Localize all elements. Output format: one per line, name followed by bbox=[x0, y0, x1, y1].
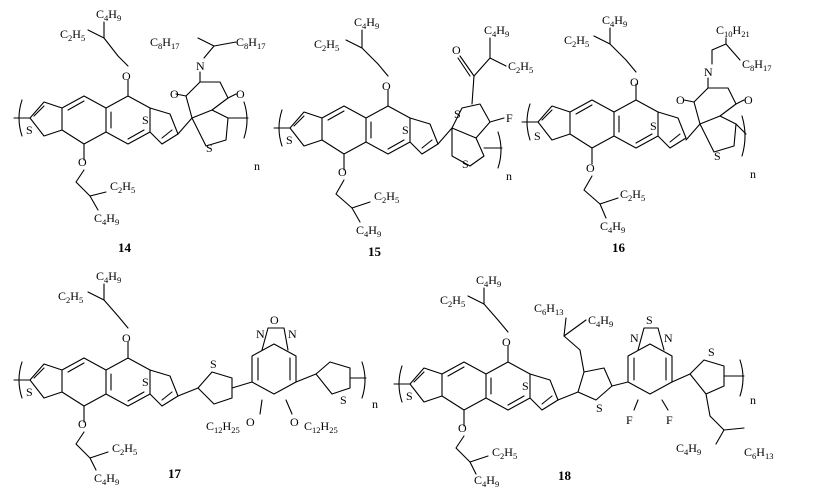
chain-label: C2H5 bbox=[440, 293, 465, 309]
repeat-unit-n: n bbox=[372, 397, 378, 411]
fluorine-atom: F bbox=[626, 413, 633, 427]
oxygen-atom: O bbox=[170, 87, 179, 101]
oxygen-atom: O bbox=[338, 165, 347, 179]
oxygen-atom: O bbox=[78, 155, 87, 169]
chain-label: C2H5 bbox=[110, 179, 135, 195]
oxygen-atom: O bbox=[586, 161, 595, 175]
sulfur-atom: S bbox=[650, 119, 657, 133]
sulfur-atom: S bbox=[142, 375, 149, 389]
sulfur-atom: S bbox=[406, 389, 413, 403]
nitrogen-atom: N bbox=[704, 65, 713, 79]
oxygen-atom: O bbox=[270, 313, 279, 327]
oxygen-atom: O bbox=[290, 415, 299, 429]
oxygen-atom: O bbox=[458, 421, 467, 435]
sulfur-atom: S bbox=[26, 385, 33, 399]
chain-label: C2H5 bbox=[374, 189, 399, 205]
oxygen-atom: O bbox=[382, 79, 391, 93]
chain-label: C4H9 bbox=[96, 269, 121, 285]
oxygen-atom: O bbox=[676, 93, 685, 107]
repeat-unit-n: n bbox=[750, 393, 756, 407]
sulfur-atom: S bbox=[286, 133, 293, 147]
chain-label: C4H9 bbox=[602, 13, 627, 29]
oxygen-atom: O bbox=[122, 331, 131, 345]
compound-id-15: 15 bbox=[368, 244, 382, 259]
chain-label: C6H13 bbox=[534, 301, 563, 317]
chain-label: C4H9 bbox=[588, 313, 613, 329]
sulfur-atom: S bbox=[708, 345, 715, 359]
chain-label: C4H9 bbox=[356, 223, 381, 239]
sulfur-atom: S bbox=[340, 393, 347, 407]
oxygen-atom: O bbox=[502, 335, 511, 349]
compound-id-16: 16 bbox=[612, 240, 626, 255]
chain-label: C10H21 bbox=[716, 23, 750, 39]
chain-label: C12H25 bbox=[304, 419, 338, 435]
chain-label: C8H17 bbox=[236, 35, 265, 51]
oxygen-atom: O bbox=[452, 43, 461, 57]
sulfur-atom: S bbox=[402, 123, 409, 137]
nitrogen-atom: N bbox=[630, 331, 639, 345]
oxygen-atom: O bbox=[630, 75, 639, 89]
fluorine-atom: F bbox=[666, 413, 673, 427]
compound-id-17: 17 bbox=[168, 466, 182, 481]
sulfur-atom: S bbox=[596, 401, 603, 415]
sulfur-atom: S bbox=[534, 129, 541, 143]
compound-17: S S O O C4H9 C2H5 C2H5 C4H9 S N N O O O … bbox=[13, 269, 378, 487]
chain-label: C8H17 bbox=[742, 57, 771, 73]
repeat-unit-n: n bbox=[506, 169, 512, 183]
sulfur-atom: S bbox=[210, 357, 217, 371]
compound-15: S S O O C4H9 C2H5 C2H5 C4H9 S S F O C4H9… bbox=[273, 15, 533, 259]
chain-label: C12H25 bbox=[206, 419, 240, 435]
chain-label: C4H9 bbox=[94, 211, 119, 227]
nitrogen-atom: N bbox=[664, 331, 673, 345]
oxygen-atom: O bbox=[744, 93, 753, 107]
compound-14: S S O O C4H9 C2H5 C2H5 C4H9 N O O S C8H1… bbox=[13, 7, 265, 255]
chain-label: C4H9 bbox=[676, 441, 701, 457]
nitrogen-atom: N bbox=[288, 327, 297, 341]
oxygen-atom: O bbox=[236, 87, 245, 101]
oxygen-atom: O bbox=[246, 415, 255, 429]
repeat-unit-n: n bbox=[254, 159, 260, 173]
nitrogen-atom: N bbox=[256, 327, 265, 341]
sulfur-atom: S bbox=[142, 113, 149, 127]
repeat-unit-n: n bbox=[750, 167, 756, 181]
chain-label: C4H9 bbox=[96, 7, 121, 23]
chain-label: C4H9 bbox=[600, 219, 625, 235]
chain-label: C2H5 bbox=[60, 27, 85, 43]
sulfur-atom: S bbox=[646, 313, 653, 327]
chain-label: C2H5 bbox=[314, 37, 339, 53]
sulfur-atom: S bbox=[462, 157, 469, 171]
compound-id-14: 14 bbox=[118, 240, 132, 255]
nitrogen-atom: N bbox=[196, 59, 205, 73]
chain-label: C4H9 bbox=[474, 473, 499, 489]
chain-label: C2H5 bbox=[58, 289, 83, 305]
sulfur-atom: S bbox=[206, 141, 213, 155]
compound-16: S S O O C4H9 C2H5 C2H5 C4H9 N O O S C10H… bbox=[521, 13, 771, 255]
compound-18: S S O O C4H9 C2H5 C2H5 C4H9 S C6H13 C4H9… bbox=[393, 273, 773, 489]
chain-label: C8H17 bbox=[150, 35, 179, 51]
sulfur-atom: S bbox=[454, 107, 461, 121]
oxygen-atom: O bbox=[78, 417, 87, 431]
sulfur-atom: S bbox=[714, 149, 721, 163]
chain-label: C4H9 bbox=[476, 273, 501, 289]
oxygen-atom: O bbox=[122, 69, 131, 83]
chain-label: C2H5 bbox=[564, 33, 589, 49]
chain-label: C4H9 bbox=[94, 471, 119, 487]
chain-label: C2H5 bbox=[508, 59, 533, 75]
sulfur-atom: S bbox=[26, 123, 33, 137]
chain-label: C4H9 bbox=[484, 23, 509, 39]
compound-id-18: 18 bbox=[558, 468, 572, 483]
fluorine-atom: F bbox=[506, 111, 513, 125]
sulfur-atom: S bbox=[522, 379, 529, 393]
chain-label: C2H5 bbox=[492, 445, 517, 461]
chain-label: C4H9 bbox=[354, 15, 379, 31]
chain-label: C2H5 bbox=[620, 187, 645, 203]
chain-label: C6H13 bbox=[744, 445, 773, 461]
chain-label: C2H5 bbox=[112, 441, 137, 457]
